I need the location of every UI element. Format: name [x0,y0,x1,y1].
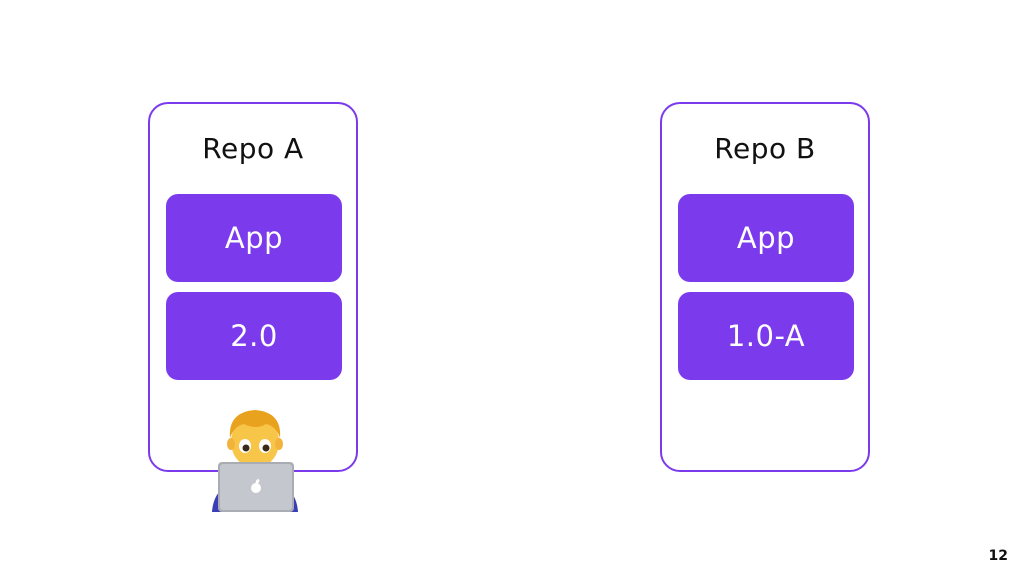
repo-b-app-block: App [678,194,854,282]
repo-a-version-block: 2.0 [166,292,342,380]
repo-a-app-block: App [166,194,342,282]
repo-b-version-block: 1.0-A [678,292,854,380]
page-number: 12 [988,548,1008,564]
repo-b-title: Repo B [714,132,816,165]
repo-a-box: Repo A App 2.0 [148,102,358,472]
repo-b-box: Repo B App 1.0-A [660,102,870,472]
man-technologist-icon [212,410,298,512]
repo-a-title: Repo A [202,132,304,165]
